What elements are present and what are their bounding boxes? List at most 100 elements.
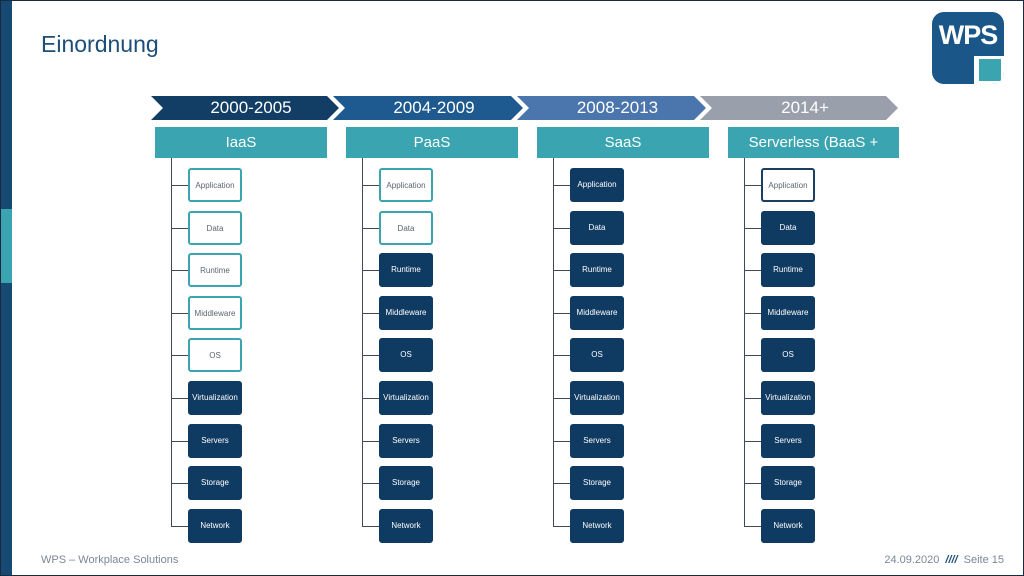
stack-connector-tick [553,313,570,314]
timeline-arrow-4 [700,96,898,120]
stack-connector-tick [362,526,379,527]
stack-connector-tick [171,441,188,442]
stack-connector-tick [171,526,188,527]
layer-box: Storage [188,466,242,500]
layer-box: Runtime [761,253,815,287]
stack-connector-tick [744,398,761,399]
layer-box: Runtime [570,253,624,287]
timeline-label-3: 2008-2013 [576,98,659,117]
stack-connector-tick [744,526,761,527]
timeline-label-4: 2014+ [781,98,829,117]
layer-box: Application [188,168,242,202]
stack-connector-tick [553,228,570,229]
stack-connector-tick [362,483,379,484]
stack-connector-tick [553,270,570,271]
stack-connector-tick [553,185,570,186]
footer-info: 24.09.2020 //// Seite 15 [884,554,1004,566]
stack-connector-line [171,158,172,526]
layer-box: Data [570,211,624,245]
layer-box: Storage [761,466,815,500]
timeline-label-2: 2004-2009 [393,98,475,117]
layer-box: Virtualization [379,381,433,415]
layer-box: Middleware [761,296,815,330]
layer-box: Middleware [379,296,433,330]
stack-connector-tick [171,398,188,399]
stack-connector-tick [362,313,379,314]
stack-connector-tick [553,355,570,356]
stack-connector-tick [553,398,570,399]
layer-box: OS [379,338,433,372]
timeline-arrow-1 [151,96,339,120]
layer-box: Servers [379,424,433,458]
stack-connector-tick [362,270,379,271]
stack-connector-tick [362,355,379,356]
layer-box: Network [761,509,815,543]
page-title: Einordnung [41,31,159,57]
layer-box: Virtualization [188,381,242,415]
layer-box: Middleware [188,296,242,330]
layer-box: Data [379,211,433,245]
logo-square [979,59,1001,81]
timeline-arrows [151,96,898,120]
stack-connector-tick [171,185,188,186]
stack-connector-tick [171,313,188,314]
timeline-arrow-2 [333,96,523,120]
layer-box: Middleware [570,296,624,330]
stack-connector-tick [171,270,188,271]
stack-connector-tick [553,441,570,442]
layer-box: Servers [188,424,242,458]
wps-logo: WPS [932,12,1004,84]
layer-box: Storage [570,466,624,500]
column-header: IaaS [155,127,327,158]
layer-box: Network [379,509,433,543]
stack-connector-tick [362,398,379,399]
footer-company: WPS – Workplace Solutions [41,554,179,566]
stack-connector-tick [171,483,188,484]
layer-box: Storage [379,466,433,500]
stack-connector-tick [362,441,379,442]
layer-box: Application [761,168,815,202]
column-header: SaaS [537,127,709,158]
layer-box: Application [379,168,433,202]
stack-connector-tick [171,228,188,229]
stack-connector-tick [744,270,761,271]
section-marker [1,209,12,283]
stack-connector-tick [744,313,761,314]
layer-box: Virtualization [570,381,624,415]
footer-page: Seite 15 [963,554,1004,566]
layer-box: Data [761,211,815,245]
stack-connector-tick [553,483,570,484]
stack-connector-line [362,158,363,526]
stack-connector-tick [744,185,761,186]
layer-box: Application [570,168,624,202]
logo-text: WPS [938,20,999,50]
layer-box: Runtime [188,253,242,287]
stack-connector-tick [744,355,761,356]
stack-connector-line [553,158,554,526]
timeline-label-1: 2000-2005 [210,98,292,117]
stack-connector-tick [171,355,188,356]
layer-box: Runtime [379,253,433,287]
timeline-arrow-3 [517,96,706,120]
layer-box: OS [761,338,815,372]
stack-connector-tick [744,228,761,229]
left-accent-strip [1,1,12,575]
layer-box: Servers [570,424,624,458]
footer-separator: //// [945,554,958,566]
stack-connector-tick [362,228,379,229]
stack-connector-tick [744,441,761,442]
column-header: PaaS [346,127,518,158]
layer-box: Network [188,509,242,543]
footer-date: 24.09.2020 [884,554,940,566]
layer-box: Data [188,211,242,245]
stack-connector-tick [362,185,379,186]
layer-box: OS [188,338,242,372]
stack-connector-tick [744,483,761,484]
layer-box: Servers [761,424,815,458]
stack-connector-tick [553,526,570,527]
stack-connector-line [744,158,745,526]
layer-box: OS [570,338,624,372]
layer-box: Virtualization [761,381,815,415]
column-header: Serverless (BaaS + FaaS) [728,127,899,182]
